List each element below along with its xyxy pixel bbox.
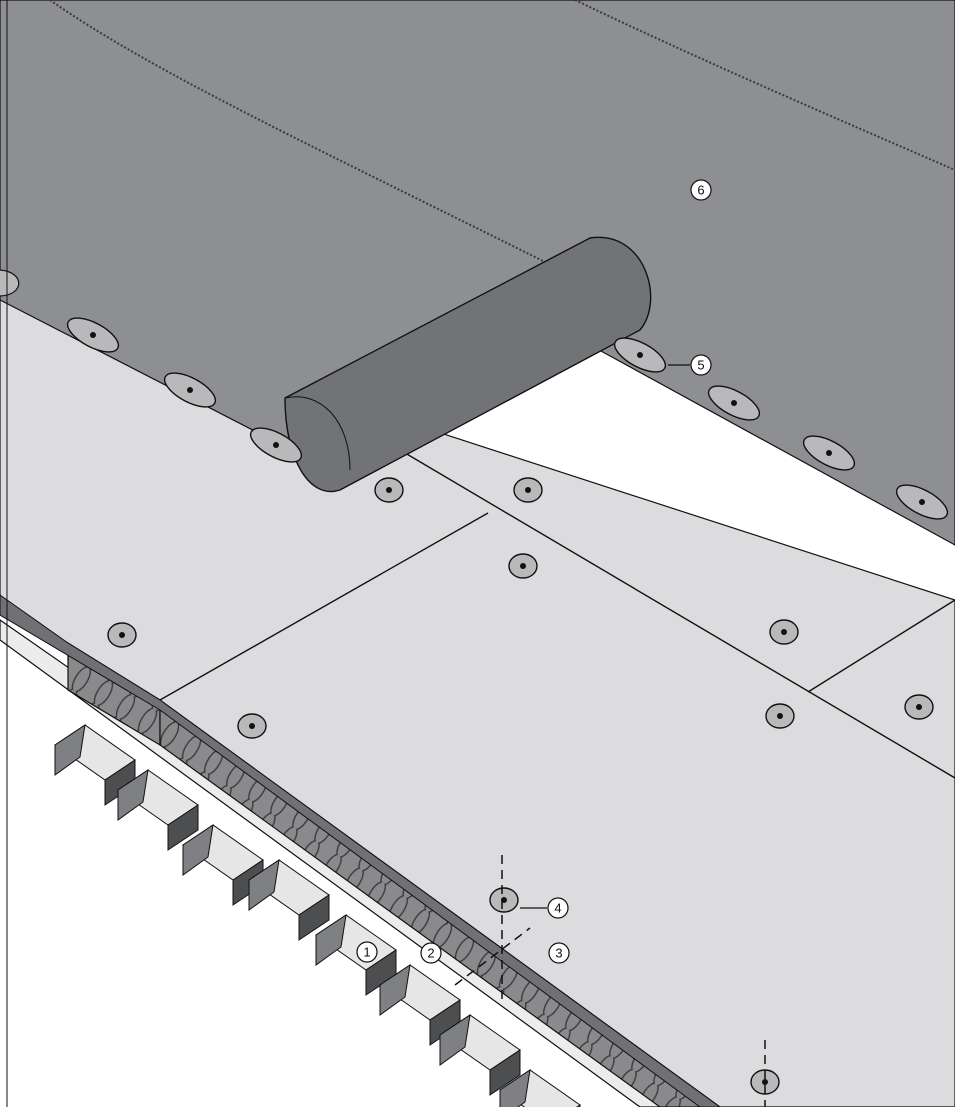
membrane-plate bbox=[802, 435, 856, 471]
board-fasteners bbox=[107, 477, 934, 1095]
callout-3-label: 3 bbox=[555, 946, 562, 961]
deck-rib bbox=[499, 1068, 581, 1107]
board-joints bbox=[159, 449, 955, 779]
callout-2: 2 bbox=[420, 942, 442, 964]
board-plate bbox=[904, 694, 934, 720]
callout-leaders bbox=[520, 364, 690, 909]
board-plate bbox=[765, 703, 795, 729]
callout-6-label: 6 bbox=[697, 183, 704, 198]
callout-6: 6 bbox=[690, 179, 712, 201]
membrane-seam-2 bbox=[574, 0, 955, 171]
deck-rib bbox=[182, 823, 264, 906]
board-plate bbox=[237, 713, 267, 739]
membrane-plate bbox=[613, 337, 667, 373]
deck-rib bbox=[54, 723, 136, 806]
membrane-seam-1 bbox=[49, 0, 546, 263]
membrane-plate bbox=[707, 385, 761, 421]
deck-rib bbox=[439, 1013, 521, 1096]
left-roll-edge bbox=[0, 269, 20, 297]
board-plate bbox=[513, 477, 543, 503]
membrane-fasteners bbox=[66, 317, 949, 520]
membrane-plate bbox=[66, 317, 120, 353]
board-plate bbox=[107, 622, 137, 648]
steel-deck bbox=[0, 660, 581, 1107]
callout-3: 3 bbox=[548, 942, 570, 964]
callout-4: 4 bbox=[547, 897, 569, 919]
deck-ribs bbox=[54, 723, 581, 1107]
callouts: 1 2 3 4 5 6 bbox=[356, 179, 712, 964]
board-edge bbox=[0, 594, 721, 1107]
callout-5: 5 bbox=[690, 354, 712, 376]
callout-5-label: 5 bbox=[697, 358, 704, 373]
callout-1: 1 bbox=[356, 941, 378, 963]
board-plate bbox=[374, 477, 404, 503]
callout-2-label: 2 bbox=[427, 946, 434, 961]
membrane-plate bbox=[163, 372, 217, 408]
callout-4-label: 4 bbox=[554, 901, 561, 916]
deck-rib bbox=[248, 858, 330, 941]
board-plate bbox=[508, 553, 538, 579]
membrane-plate bbox=[895, 484, 949, 520]
reference-lines bbox=[454, 855, 766, 1107]
deck-rib bbox=[117, 768, 199, 851]
callout-1-label: 1 bbox=[363, 945, 370, 960]
membrane-plate bbox=[249, 427, 303, 463]
board-plate bbox=[769, 619, 799, 645]
board-plate bbox=[489, 887, 519, 913]
